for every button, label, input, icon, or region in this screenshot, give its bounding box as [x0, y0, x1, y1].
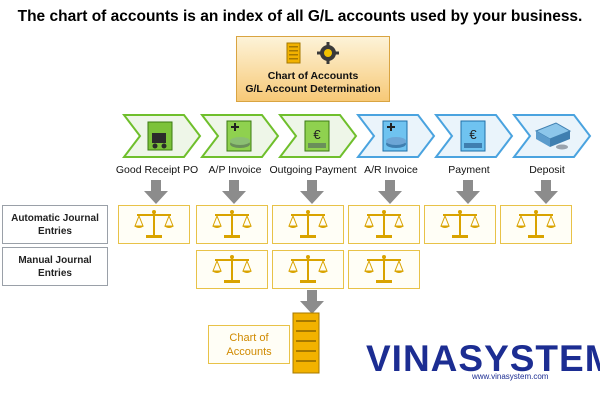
down-arrow-icon	[222, 180, 246, 204]
manual-journal-entry-scale	[348, 250, 420, 289]
process-step-good-receipt-po[interactable]	[122, 113, 202, 159]
process-step-deposit[interactable]	[512, 113, 592, 159]
balance-scale-icon	[516, 210, 556, 238]
step-label-ap-invoice: A/P Invoice	[208, 164, 262, 176]
down-arrow-icon	[300, 180, 324, 204]
page-title: The chart of accounts is an index of all…	[17, 8, 583, 25]
automatic-journal-entry-scale	[272, 205, 344, 244]
automatic-journal-entry-scale	[348, 205, 420, 244]
process-step-outgoing-payment[interactable]: €	[278, 113, 358, 159]
svg-text:€: €	[313, 127, 321, 142]
step-label-outgoing-payment: Outgoing Payment	[269, 164, 357, 176]
balance-scale-icon	[134, 210, 174, 238]
down-arrow-icon	[456, 180, 480, 204]
step-label-good-receipt-po: Good Receipt PO	[115, 164, 199, 176]
brand-logo: VINASYSTEM	[366, 338, 600, 379]
document-stack-icon	[286, 42, 301, 64]
chart-of-accounts-box[interactable]: Chart of Accounts	[208, 325, 290, 364]
balance-scale-icon	[440, 210, 480, 238]
balance-scale-icon	[288, 210, 328, 238]
top-box-line2: G/L Account Determination	[245, 83, 381, 95]
automatic-journal-entry-scale	[424, 205, 496, 244]
down-arrow-icon	[534, 180, 558, 204]
brand-url: www.vinasystem.com	[472, 372, 549, 381]
automatic-journal-entry-scale	[118, 205, 190, 244]
process-flow: € € Good Receipt PO A/P Invoice Outgoing…	[0, 113, 600, 183]
automatic-journal-entry-scale	[500, 205, 572, 244]
document-stack-icon	[292, 312, 320, 374]
gears-icon	[317, 42, 339, 64]
chart-of-accounts-gl-determination-box[interactable]: Chart of Accounts G/L Account Determinat…	[236, 36, 390, 102]
down-arrow-icon	[300, 290, 324, 314]
balance-scale-icon	[364, 255, 404, 283]
manual-journal-entry-scale	[272, 250, 344, 289]
balance-scale-icon	[288, 255, 328, 283]
automatic-journal-entries-label: Automatic Journal Entries	[2, 205, 108, 244]
top-box-line1: Chart of Accounts	[267, 70, 359, 82]
coa-line1: Chart of	[229, 331, 269, 344]
manual-journal-entries-label: Manual Journal Entries	[2, 247, 108, 286]
coa-line2: Accounts	[226, 345, 272, 358]
svg-text:€: €	[469, 127, 477, 142]
down-arrow-icon	[378, 180, 402, 204]
process-step-ap-invoice[interactable]	[200, 113, 280, 159]
step-label-payment: Payment	[448, 164, 490, 176]
manual-journal-entry-scale	[196, 250, 268, 289]
step-label-deposit: Deposit	[529, 164, 565, 176]
process-step-ar-invoice[interactable]	[356, 113, 436, 159]
balance-scale-icon	[212, 210, 252, 238]
step-label-ar-invoice: A/R Invoice	[364, 164, 418, 176]
balance-scale-icon	[364, 210, 404, 238]
process-step-payment[interactable]: €	[434, 113, 514, 159]
down-arrow-icon	[144, 180, 168, 204]
balance-scale-icon	[212, 255, 252, 283]
automatic-journal-entry-scale	[196, 205, 268, 244]
